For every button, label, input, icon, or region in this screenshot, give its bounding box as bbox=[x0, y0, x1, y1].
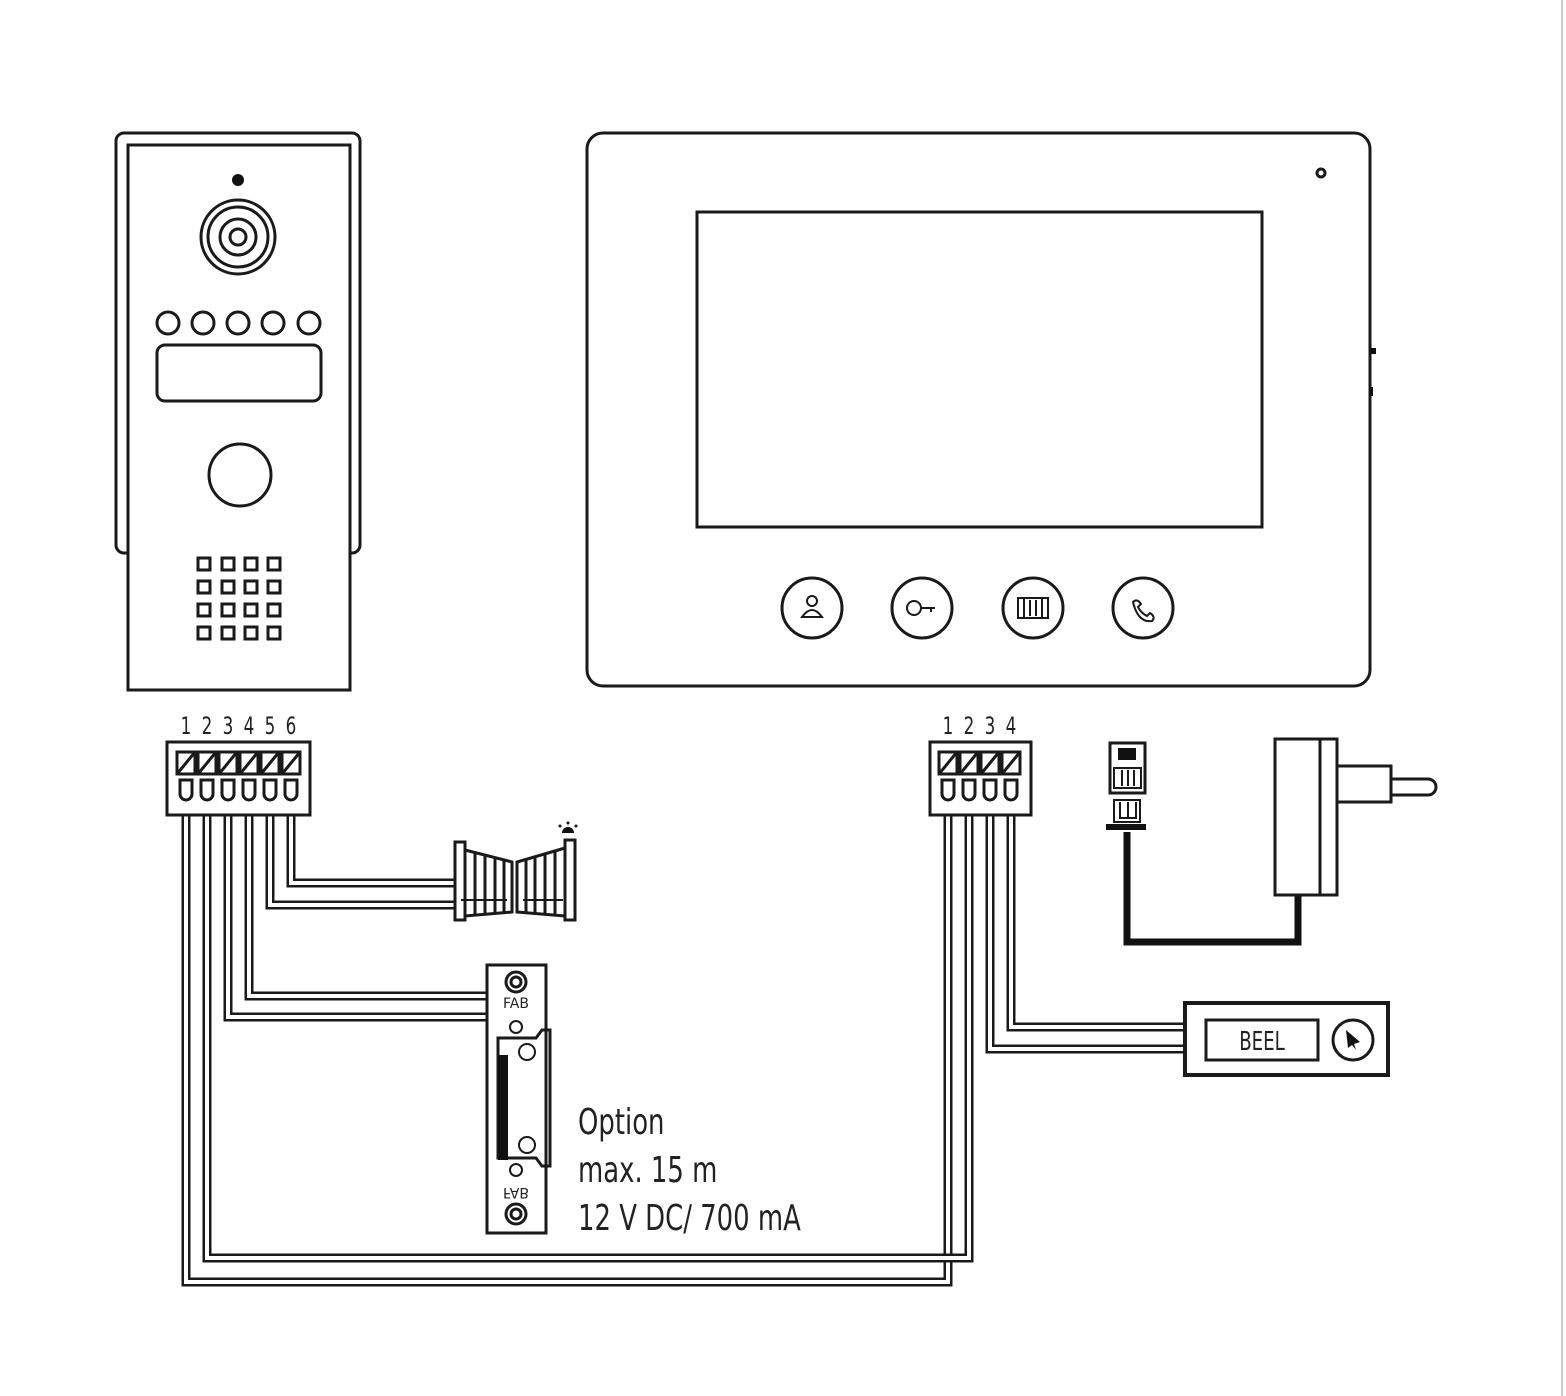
terminal-number: 4 bbox=[244, 712, 255, 740]
terminal-screw bbox=[175, 750, 197, 802]
sensor-dot bbox=[232, 174, 244, 186]
edge-line bbox=[1561, 0, 1563, 1396]
grille-hole bbox=[243, 556, 259, 572]
terminal-number: 3 bbox=[985, 712, 996, 740]
electric-door-strike: FAB FAB bbox=[485, 963, 552, 1235]
wires bbox=[181, 800, 1302, 1287]
lock-note: Option max. 15 m 12 V DC/ 700 mA bbox=[578, 1102, 801, 1239]
lock-brand-top: FAB bbox=[503, 996, 529, 1012]
doorbell-label: BEEL bbox=[1239, 1027, 1285, 1057]
terminal-screw bbox=[196, 750, 218, 802]
grille-hole bbox=[266, 579, 282, 595]
monitor-button-phone[interactable] bbox=[1111, 576, 1175, 640]
monitor-button-person[interactable] bbox=[780, 576, 844, 640]
terminal-screw bbox=[979, 750, 1001, 802]
terminal-screw bbox=[238, 750, 260, 802]
key-icon bbox=[906, 600, 935, 616]
gate-icon bbox=[453, 821, 578, 922]
terminal-number: 6 bbox=[286, 712, 297, 740]
monitor-button-gate[interactable] bbox=[1001, 576, 1065, 640]
terminal-number: 4 bbox=[1006, 712, 1017, 740]
terminal-screw bbox=[1000, 750, 1022, 802]
terminal-number: 1 bbox=[181, 712, 192, 740]
doorbell-button: BEEL bbox=[1183, 1001, 1390, 1077]
wire-monitor4-bell bbox=[1006, 800, 1187, 1032]
power-connector bbox=[1106, 741, 1147, 830]
grille-hole bbox=[243, 579, 259, 595]
grille-hole bbox=[266, 602, 282, 618]
grille-hole bbox=[220, 579, 236, 595]
wire-door5-gate bbox=[265, 800, 458, 910]
camera-icon bbox=[199, 198, 277, 276]
grille-hole bbox=[196, 579, 212, 595]
terminal-screw bbox=[217, 750, 239, 802]
grille-hole bbox=[220, 602, 236, 618]
door-station bbox=[114, 131, 362, 692]
terminal-number: 3 bbox=[223, 712, 234, 740]
microphone-icon bbox=[1315, 167, 1327, 179]
wire-door4-lock bbox=[244, 800, 489, 1001]
grille-hole bbox=[243, 625, 259, 641]
grille-hole bbox=[220, 556, 236, 572]
power-adapter bbox=[1273, 737, 1438, 897]
grille-hole bbox=[220, 625, 236, 641]
note-power-spec: 12 V DC/ 700 mA bbox=[578, 1198, 801, 1239]
ir-leds bbox=[155, 310, 322, 336]
note-cable-length: max. 15 m bbox=[578, 1150, 717, 1191]
note-option: Option bbox=[578, 1102, 664, 1143]
terminal-number: 1 bbox=[943, 712, 954, 740]
wire-monitor3-bell bbox=[985, 800, 1187, 1054]
wire-door6-gate bbox=[286, 800, 458, 888]
wire-door3-lock bbox=[223, 800, 489, 1022]
monitor-button-key[interactable] bbox=[890, 576, 954, 640]
terminal-screw bbox=[259, 750, 281, 802]
grille-hole bbox=[243, 602, 259, 618]
terminal-screw bbox=[958, 750, 980, 802]
speaker-grille bbox=[196, 556, 282, 641]
gate-icon bbox=[1017, 597, 1049, 619]
terminal-number: 5 bbox=[265, 712, 276, 740]
monitor-screen bbox=[695, 210, 1264, 529]
door-terminal-block bbox=[165, 740, 312, 817]
monitor bbox=[585, 131, 1376, 688]
monitor-terminal-block bbox=[928, 740, 1033, 817]
terminal-number: 2 bbox=[964, 712, 975, 740]
grille-hole bbox=[266, 625, 282, 641]
name-plate bbox=[155, 343, 323, 403]
phone-icon bbox=[1131, 599, 1155, 623]
grille-hole bbox=[196, 602, 212, 618]
power-cable bbox=[1123, 832, 1302, 946]
person-icon bbox=[800, 595, 824, 618]
terminal-number: 2 bbox=[202, 712, 213, 740]
grille-hole bbox=[196, 556, 212, 572]
grille-hole bbox=[196, 625, 212, 641]
wire-door2-monitor2 bbox=[202, 800, 974, 1263]
terminal-screw bbox=[937, 750, 959, 802]
lock-brand-bottom: FAB bbox=[503, 1184, 529, 1200]
wire-door1-monitor1 bbox=[181, 800, 953, 1287]
terminal-screw bbox=[280, 750, 302, 802]
grille-hole bbox=[266, 556, 282, 572]
bell-icon bbox=[1346, 1030, 1360, 1050]
warning-light-icon bbox=[558, 821, 578, 833]
call-button bbox=[207, 442, 273, 508]
